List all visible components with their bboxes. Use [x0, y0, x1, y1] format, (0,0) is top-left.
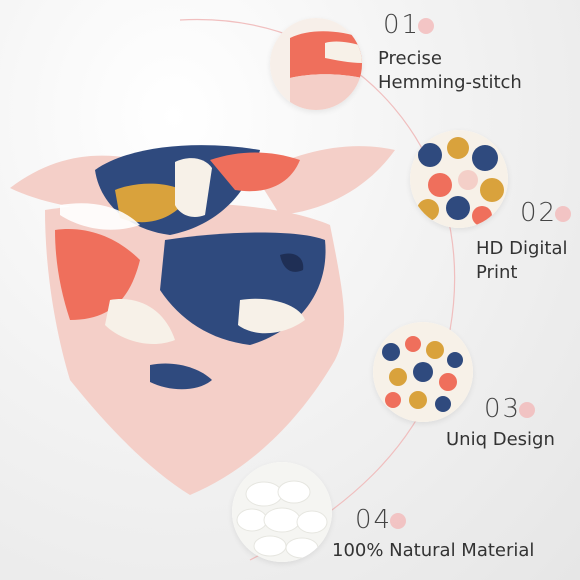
silk-cocoon-image — [232, 462, 332, 562]
feature-3-number: 03 — [484, 394, 536, 424]
print-pattern-circle — [410, 130, 508, 228]
design-pattern-image — [373, 322, 473, 422]
feature-2-number: 02 — [520, 198, 572, 228]
feature-1-line-2: Hemming-stitch — [378, 72, 522, 93]
feature-2-line-2: Print — [476, 262, 518, 283]
feature-4-line-1: 100% Natural Material — [332, 540, 535, 561]
print-pattern-image — [410, 130, 508, 228]
silk-cocoon-circle — [232, 462, 332, 562]
hem-closeup-circle — [270, 18, 362, 110]
feature-1-number: 01 — [383, 10, 435, 40]
feature-3-line-1: Uniq Design — [446, 429, 555, 450]
design-pattern-circle — [373, 322, 473, 422]
hem-closeup-image — [270, 18, 362, 110]
feature-1-line-1: Precise — [378, 48, 442, 69]
feature-2-line-1: HD Digital — [476, 238, 568, 259]
feature-4-number: 04 — [355, 505, 407, 535]
